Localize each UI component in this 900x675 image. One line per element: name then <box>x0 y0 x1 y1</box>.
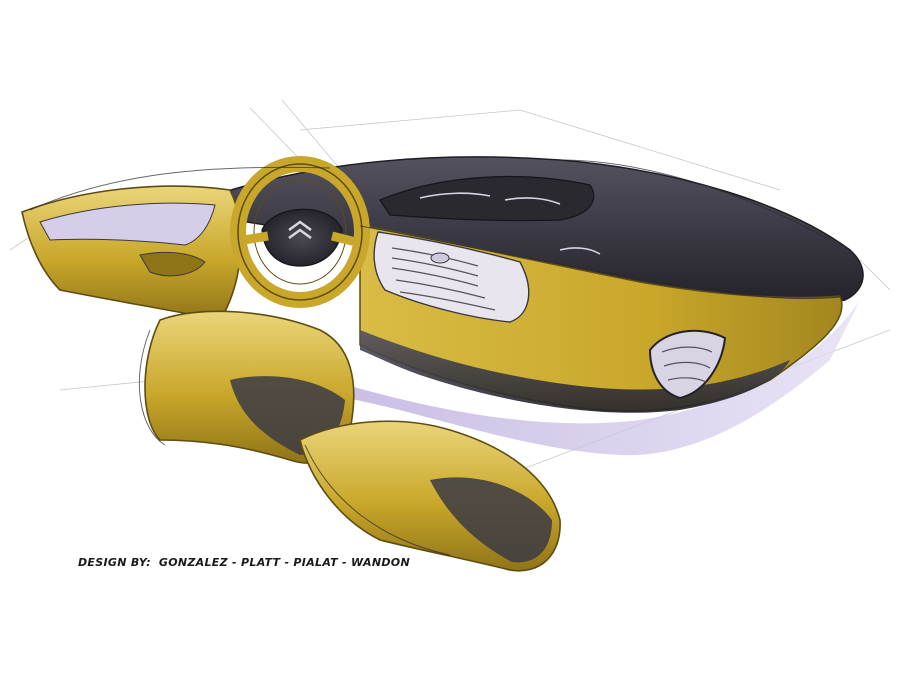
sketch-strokes <box>29 159 851 556</box>
steering-wheel <box>230 156 370 308</box>
credit-names: GONZALEZ - PLATT - PIALAT - WANDON <box>158 556 410 569</box>
door-handle <box>139 251 206 277</box>
console-dial <box>430 252 450 264</box>
design-credit: DESIGN BY: GONZALEZ - PLATT - PIALAT - WA… <box>78 556 410 569</box>
credit-label: DESIGN BY: <box>78 556 151 569</box>
floor-shadow <box>330 300 860 456</box>
front-seat-passenger-shadow <box>430 477 552 563</box>
door-trim <box>39 202 216 246</box>
passenger-vent <box>648 329 727 400</box>
chevron-logo-icon <box>288 220 312 240</box>
center-console <box>373 231 530 323</box>
cluster-slots <box>419 192 601 255</box>
cluster-hood <box>379 176 595 222</box>
